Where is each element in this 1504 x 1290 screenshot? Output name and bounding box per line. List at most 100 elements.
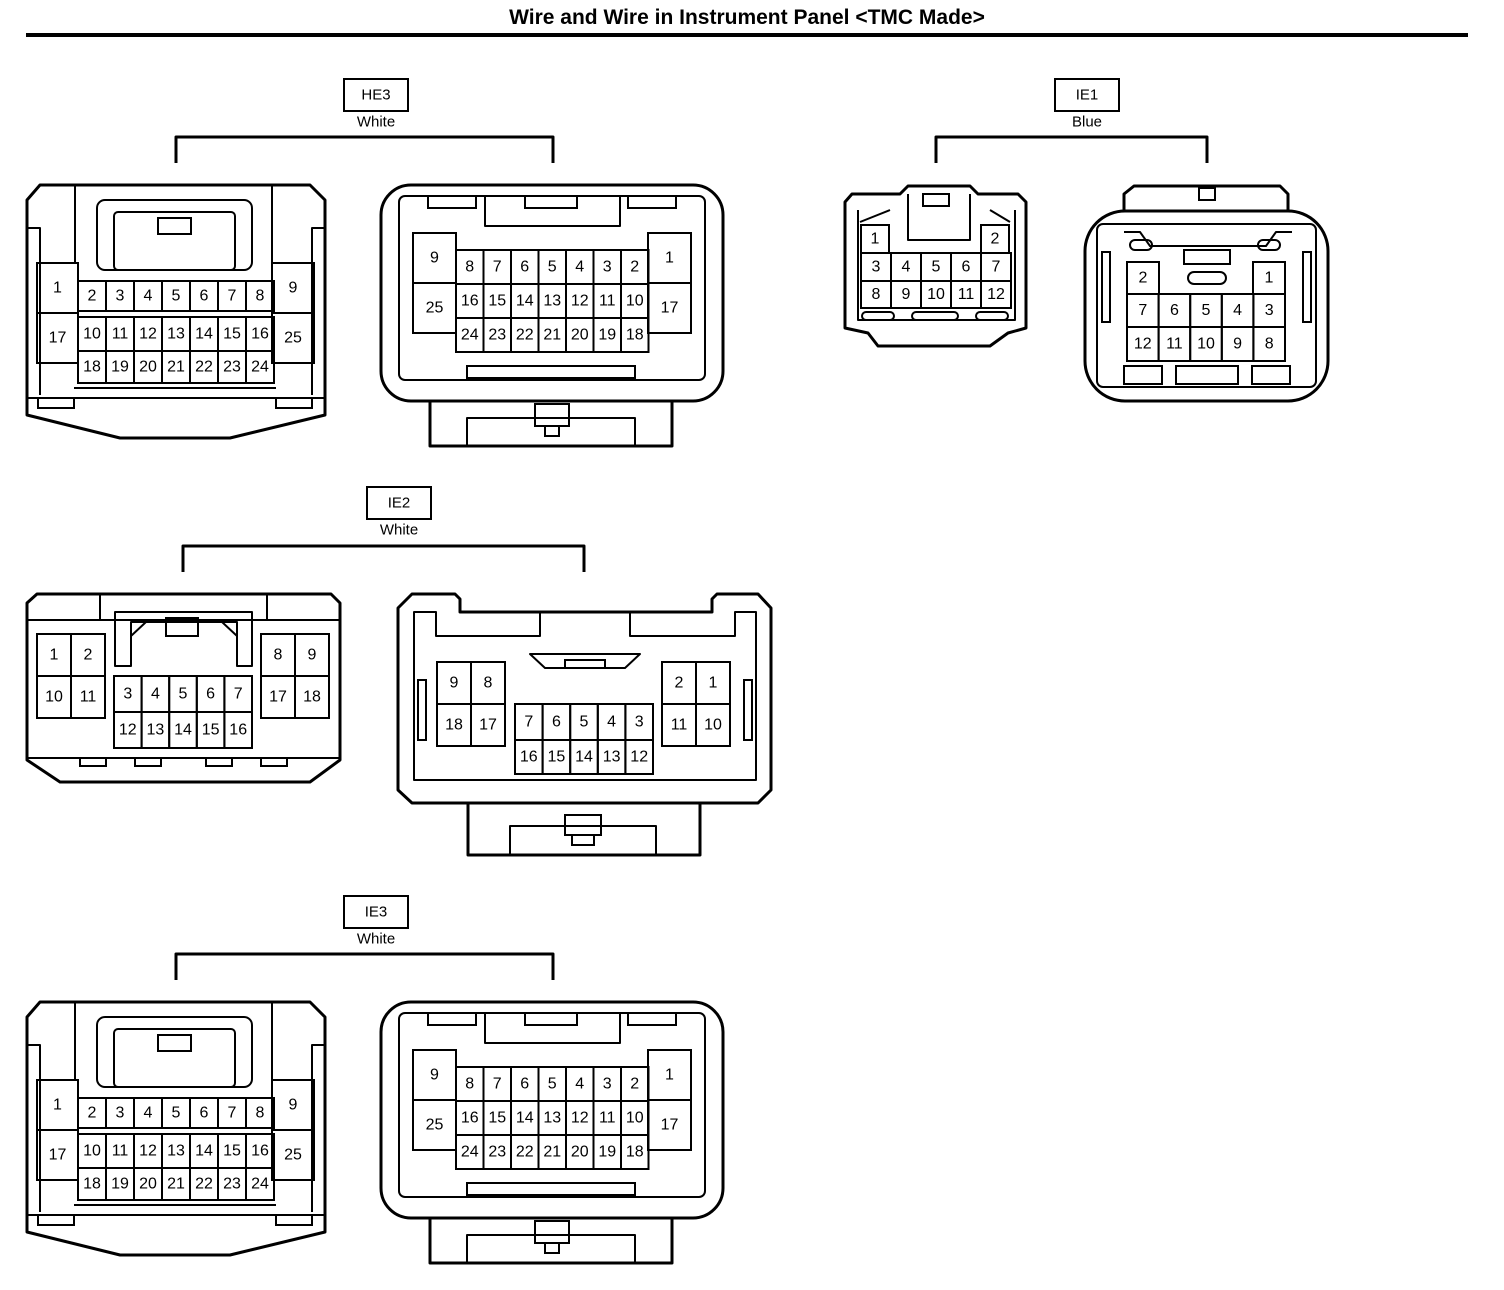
pin-label: 12 — [987, 286, 1005, 303]
pin-label: 14 — [516, 293, 534, 310]
pin-label: 12 — [1134, 336, 1152, 353]
outline-part — [907, 194, 971, 241]
latch-inner — [113, 211, 236, 271]
latch-tab — [922, 193, 950, 207]
pin-label: 1 — [665, 1067, 674, 1084]
pin-label: 6 — [200, 288, 209, 305]
pin-label: 12 — [139, 326, 157, 343]
pin-cell — [245, 1167, 275, 1201]
foot — [205, 757, 233, 767]
pin-label: 9 — [902, 286, 911, 303]
outline-part — [130, 621, 238, 637]
pin-label: 16 — [251, 1143, 269, 1160]
clip — [1129, 239, 1153, 251]
pin-label: 16 — [229, 722, 247, 739]
pin-label: 14 — [195, 1143, 213, 1160]
pin-label: 5 — [932, 259, 941, 276]
pin-label: 14 — [174, 722, 192, 739]
bottom-slot — [466, 365, 636, 379]
left-housing — [25, 592, 342, 784]
right-housing — [1083, 209, 1330, 403]
pin-label: 2 — [630, 259, 639, 276]
pin-label: 25 — [284, 330, 302, 347]
pin-cell — [245, 350, 275, 384]
pin-label: 8 — [465, 1076, 474, 1093]
pin-label: 11 — [599, 1110, 616, 1127]
pin-label: 13 — [543, 1110, 561, 1127]
pin-label: 24 — [461, 1144, 479, 1161]
pin-label: 10 — [45, 689, 63, 706]
pin-cell — [245, 280, 275, 312]
left-housing — [843, 184, 1028, 348]
pin-label: 10 — [927, 286, 945, 303]
pin-label: 13 — [167, 326, 185, 343]
pin-label: 2 — [675, 675, 684, 692]
pin-label: 10 — [83, 326, 101, 343]
pin-label: 9 — [289, 1097, 298, 1114]
pin-label: 3 — [635, 714, 644, 731]
pin-label: 7 — [228, 288, 237, 305]
pin-label: 21 — [543, 327, 561, 344]
top-slot — [627, 195, 677, 209]
pin-label: 23 — [488, 1144, 506, 1161]
pin-label: 21 — [543, 1144, 561, 1161]
pin-label: 6 — [200, 1105, 209, 1122]
pair-bracket — [174, 135, 555, 163]
pin-label: 20 — [139, 1176, 157, 1193]
bottom-slot — [1123, 365, 1163, 385]
pin-label: 5 — [548, 259, 557, 276]
pin-label: 16 — [461, 293, 479, 310]
pin-label: 18 — [626, 327, 644, 344]
right-housing — [396, 592, 773, 805]
pin-label: 3 — [603, 1076, 612, 1093]
pin-label: 2 — [1139, 270, 1148, 287]
latch-tab — [534, 1220, 570, 1244]
pin-label: 10 — [1197, 336, 1215, 353]
pin-label: 7 — [493, 1076, 502, 1093]
pin-cell — [1252, 326, 1287, 362]
outline-part — [99, 594, 268, 620]
pin-label: 14 — [195, 326, 213, 343]
keyway-slot — [1187, 271, 1227, 285]
pin-label: 5 — [172, 288, 181, 305]
pin-label: 4 — [607, 714, 616, 731]
pin-label: 19 — [598, 1144, 616, 1161]
pin-label: 9 — [1233, 336, 1242, 353]
foot — [911, 311, 959, 321]
side-rib — [1302, 251, 1312, 323]
pin-label: 4 — [151, 686, 160, 703]
pin-label: 9 — [430, 1067, 439, 1084]
foot — [79, 757, 107, 767]
latch-inner — [113, 1028, 236, 1088]
outline-part — [74, 185, 273, 262]
pin-label: 13 — [603, 749, 621, 766]
pin-label: 6 — [520, 259, 529, 276]
bottom-slot — [1251, 365, 1291, 385]
pin-label: 3 — [1265, 302, 1274, 319]
pin-label: 23 — [223, 1176, 241, 1193]
bottom-latch — [428, 401, 674, 448]
latch-tab — [165, 617, 199, 637]
latch-tab — [534, 403, 570, 427]
connector-code: IE2 — [388, 495, 411, 512]
pair-bracket — [934, 135, 1209, 163]
foot — [861, 311, 895, 321]
pin-label: 3 — [116, 288, 125, 305]
pin-cell — [620, 317, 650, 353]
connector-code-box — [366, 486, 432, 520]
foot — [275, 1214, 313, 1226]
connector-color: White — [380, 522, 418, 539]
outline-part — [1124, 231, 1292, 247]
top-slot — [427, 1012, 477, 1026]
pin-label: 1 — [665, 250, 674, 267]
pin-label: 9 — [308, 647, 317, 664]
connector-code: IE1 — [1076, 87, 1099, 104]
pin-label: 8 — [256, 288, 265, 305]
outline-part — [74, 1002, 273, 1079]
pin-label: 18 — [83, 359, 101, 376]
pin-label: 23 — [488, 327, 506, 344]
pin-label: 6 — [206, 686, 215, 703]
pin-label: 17 — [661, 300, 679, 317]
